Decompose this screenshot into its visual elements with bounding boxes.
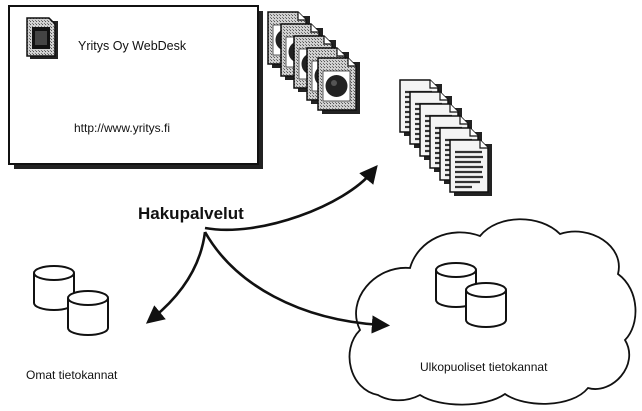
- own-database-icon: [33, 265, 109, 336]
- external-databases-label: Ulkopuoliset tietokannat: [420, 360, 548, 374]
- document-page-icon: [26, 17, 58, 59]
- company-name: Yritys Oy WebDesk: [78, 39, 187, 53]
- company-url: http://www.yritys.fi: [74, 121, 171, 135]
- hub-label: Hakupalvelut: [138, 204, 244, 223]
- arrow-to-web-pages: [204, 164, 378, 232]
- stacked-web-pages-icon: [267, 11, 361, 115]
- arrow-to-external-databases: [203, 231, 391, 334]
- arrow-to-own-databases: [145, 231, 207, 324]
- own-databases-label: Omat tietokannat: [26, 368, 118, 382]
- stacked-text-documents-icon: [398, 78, 494, 198]
